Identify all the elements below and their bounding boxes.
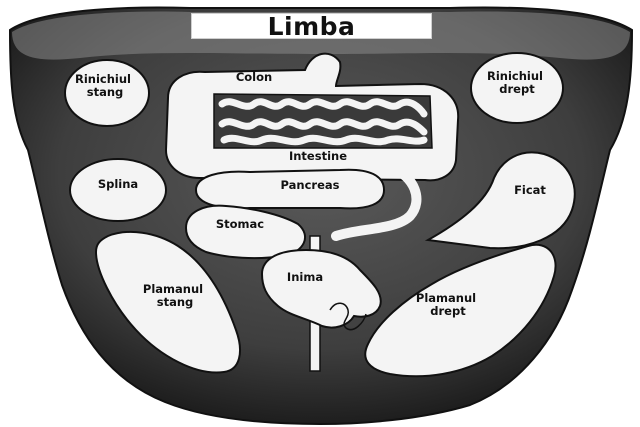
label-spleen: Splina	[98, 177, 138, 191]
label-stomach: Stomac	[216, 217, 264, 231]
heart-vessels	[329, 302, 367, 331]
label-colon: Colon	[236, 70, 272, 84]
label-left-kidney: Rinichiul stang	[75, 72, 135, 99]
label-right-lung: Plamanul drept	[416, 291, 480, 318]
label-heart: Inima	[287, 270, 323, 284]
label-right-kidney: Rinichiul drept	[487, 69, 547, 96]
organ-right-lung	[364, 243, 557, 378]
label-left-lung: Plamanul stang	[143, 282, 207, 309]
label-intestine: Intestine	[289, 149, 347, 163]
label-pancreas: Pancreas	[281, 178, 340, 192]
organ-duct	[331, 163, 422, 241]
organ-heart	[260, 248, 382, 329]
organ-right-kidney	[470, 52, 564, 124]
label-liver: Ficat	[514, 183, 546, 197]
organ-spleen	[69, 158, 167, 222]
organ-liver	[424, 151, 576, 250]
diagram-title: Limba	[191, 12, 432, 41]
organ-left-lung	[94, 230, 241, 374]
organ-left-kidney	[64, 59, 150, 127]
organ-stomach	[184, 204, 306, 260]
organ-small-intestine	[218, 98, 428, 146]
